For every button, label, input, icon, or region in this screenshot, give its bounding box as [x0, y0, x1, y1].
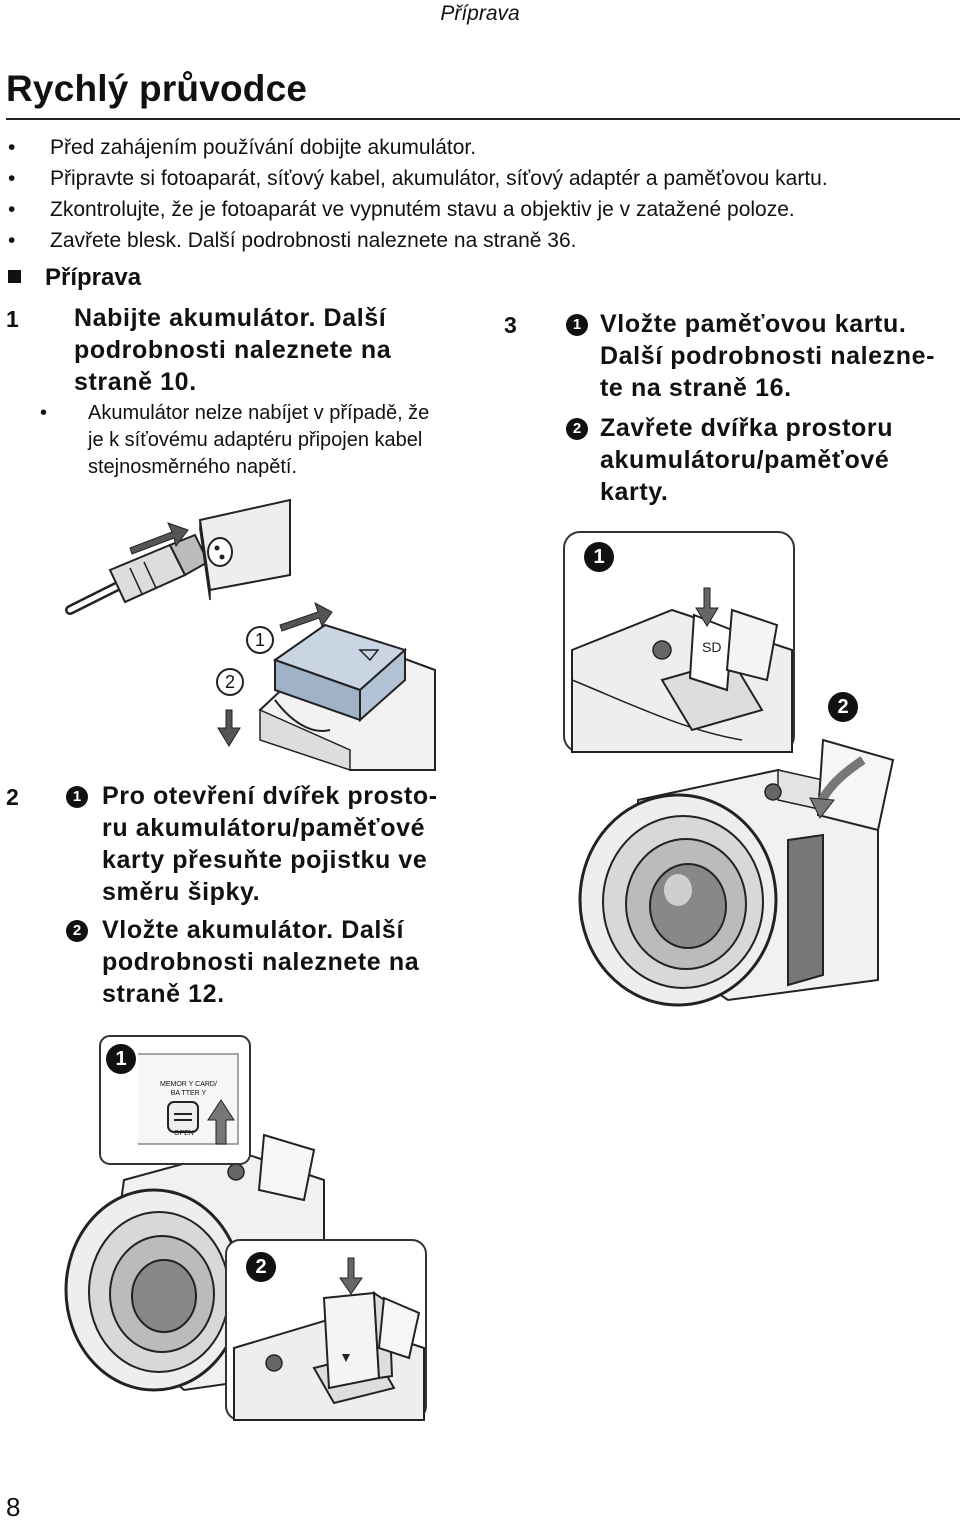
bullet: • [8, 167, 16, 190]
step-3-text-a: Vložte paměťovou kartu. Další podrobnost… [600, 308, 935, 404]
charger-illustration [65, 498, 436, 772]
note-line: stejnosměrného napětí. [88, 456, 298, 478]
step-2b-line: straně 12. [102, 980, 225, 1008]
page-title: Rychlý průvodce [6, 68, 308, 109]
list-item: • Zkontrolujte, že je fotoaparát ve vypn… [0, 198, 960, 229]
bullet: • [8, 229, 16, 252]
list-item-text: Zkontrolujte, že je fotoaparát ve vypnut… [50, 198, 795, 221]
step-3a-line: Další podrobnosti nalezne- [600, 342, 936, 370]
battery-insert-inset [225, 1239, 427, 1421]
list-item: • Před zahájením používání dobijte akumu… [0, 136, 960, 167]
battery-door-camera-illustration [64, 1133, 325, 1392]
svg-text:SD: SD [702, 639, 721, 655]
list-item-text: Zavřete blesk. Další podrobnosti nalezne… [50, 229, 577, 252]
square-bullet-icon [8, 270, 21, 283]
page-number: 8 [6, 1492, 21, 1522]
step-3a-line: Vložte paměťovou kartu. [600, 310, 907, 338]
step-1-text: Nabijte akumulátor. Další podrobnosti na… [74, 302, 391, 398]
card-marker-2: 2 [828, 692, 858, 722]
step-1-note: Akumulátor nelze nabíjet v případě, že j… [88, 400, 429, 481]
step-2b-line: podrobnosti naleznete na [102, 948, 420, 976]
step-2a-line: Pro otevření dvířek prosto- [102, 782, 438, 810]
step-3-text-b: Zavřete dvířka prostoru akumulátoru/pamě… [600, 412, 893, 508]
section-heading: Příprava [8, 264, 141, 292]
section-heading-text: Příprava [45, 264, 142, 291]
step-3a-line: te na straně 16. [600, 374, 792, 402]
step-1-line: straně 10. [74, 368, 197, 396]
battery-marker-1: 1 [106, 1044, 136, 1074]
step-2-marker-2: 2 [66, 920, 88, 942]
list-item-text: Připravte si fotoaparát, síťový kabel, a… [50, 167, 828, 190]
card-marker-1: 1 [584, 542, 614, 572]
camera-close-door-illustration [578, 738, 895, 1007]
step-2-text-a: Pro otevření dvířek prosto- ru akumuláto… [102, 780, 438, 908]
list-item: • Zavřete blesk. Další podrobnosti nalez… [0, 229, 960, 260]
latch-label: MEMOR Y CARD/ BA TTER Y [160, 1080, 217, 1098]
step-2a-line: směru šipky. [102, 878, 261, 906]
step-1-number: 1 [6, 306, 19, 332]
step-3b-line: Zavřete dvířka prostoru [600, 414, 894, 442]
list-item: • Připravte si fotoaparát, síťový kabel,… [0, 167, 960, 198]
bullet: • [8, 136, 16, 159]
step-2a-line: karty přesuňte pojistku ve [102, 846, 428, 874]
step-3-number: 3 [504, 312, 517, 338]
latch-open-label: OPEN [174, 1130, 194, 1137]
list-item-text: Před zahájením používání dobijte akumulá… [50, 136, 477, 159]
step-3b-line: akumulátoru/paměťové [600, 446, 890, 474]
charger-step-2-label: 2 [216, 668, 244, 696]
battery-marker-2: 2 [246, 1252, 276, 1282]
step-1-line: Nabijte akumulátor. Další [74, 304, 387, 332]
running-header: Příprava [440, 2, 520, 25]
step-3b-line: karty. [600, 478, 669, 506]
step-2b-line: Vložte akumulátor. Další [102, 916, 404, 944]
note-line: je k síťovému adaptéru připojen kabel [88, 429, 423, 451]
bullet: • [8, 198, 16, 221]
step-2a-line: ru akumulátoru/paměťové [102, 814, 426, 842]
note-bullet: • [40, 402, 48, 424]
step-2-number: 2 [6, 784, 19, 810]
step-1-line: podrobnosti naleznete na [74, 336, 392, 364]
intro-list: • Před zahájením používání dobijte akumu… [0, 136, 960, 260]
card-inset-frame: SD [563, 531, 795, 753]
step-3-marker-1: 1 [566, 314, 588, 336]
title-divider [6, 118, 960, 120]
step-3-marker-2: 2 [566, 418, 588, 440]
latch-label-line: BA TTER Y [170, 1090, 207, 1097]
charger-step-1-label: 1 [246, 626, 274, 654]
note-line: Akumulátor nelze nabíjet v případě, že [88, 402, 430, 424]
step-2-text-b: Vložte akumulátor. Další podrobnosti nal… [102, 914, 419, 1010]
latch-inset-frame [99, 1035, 251, 1165]
latch-label-line: MEMOR Y CARD/ [160, 1081, 217, 1088]
step-2-marker-1: 1 [66, 786, 88, 808]
